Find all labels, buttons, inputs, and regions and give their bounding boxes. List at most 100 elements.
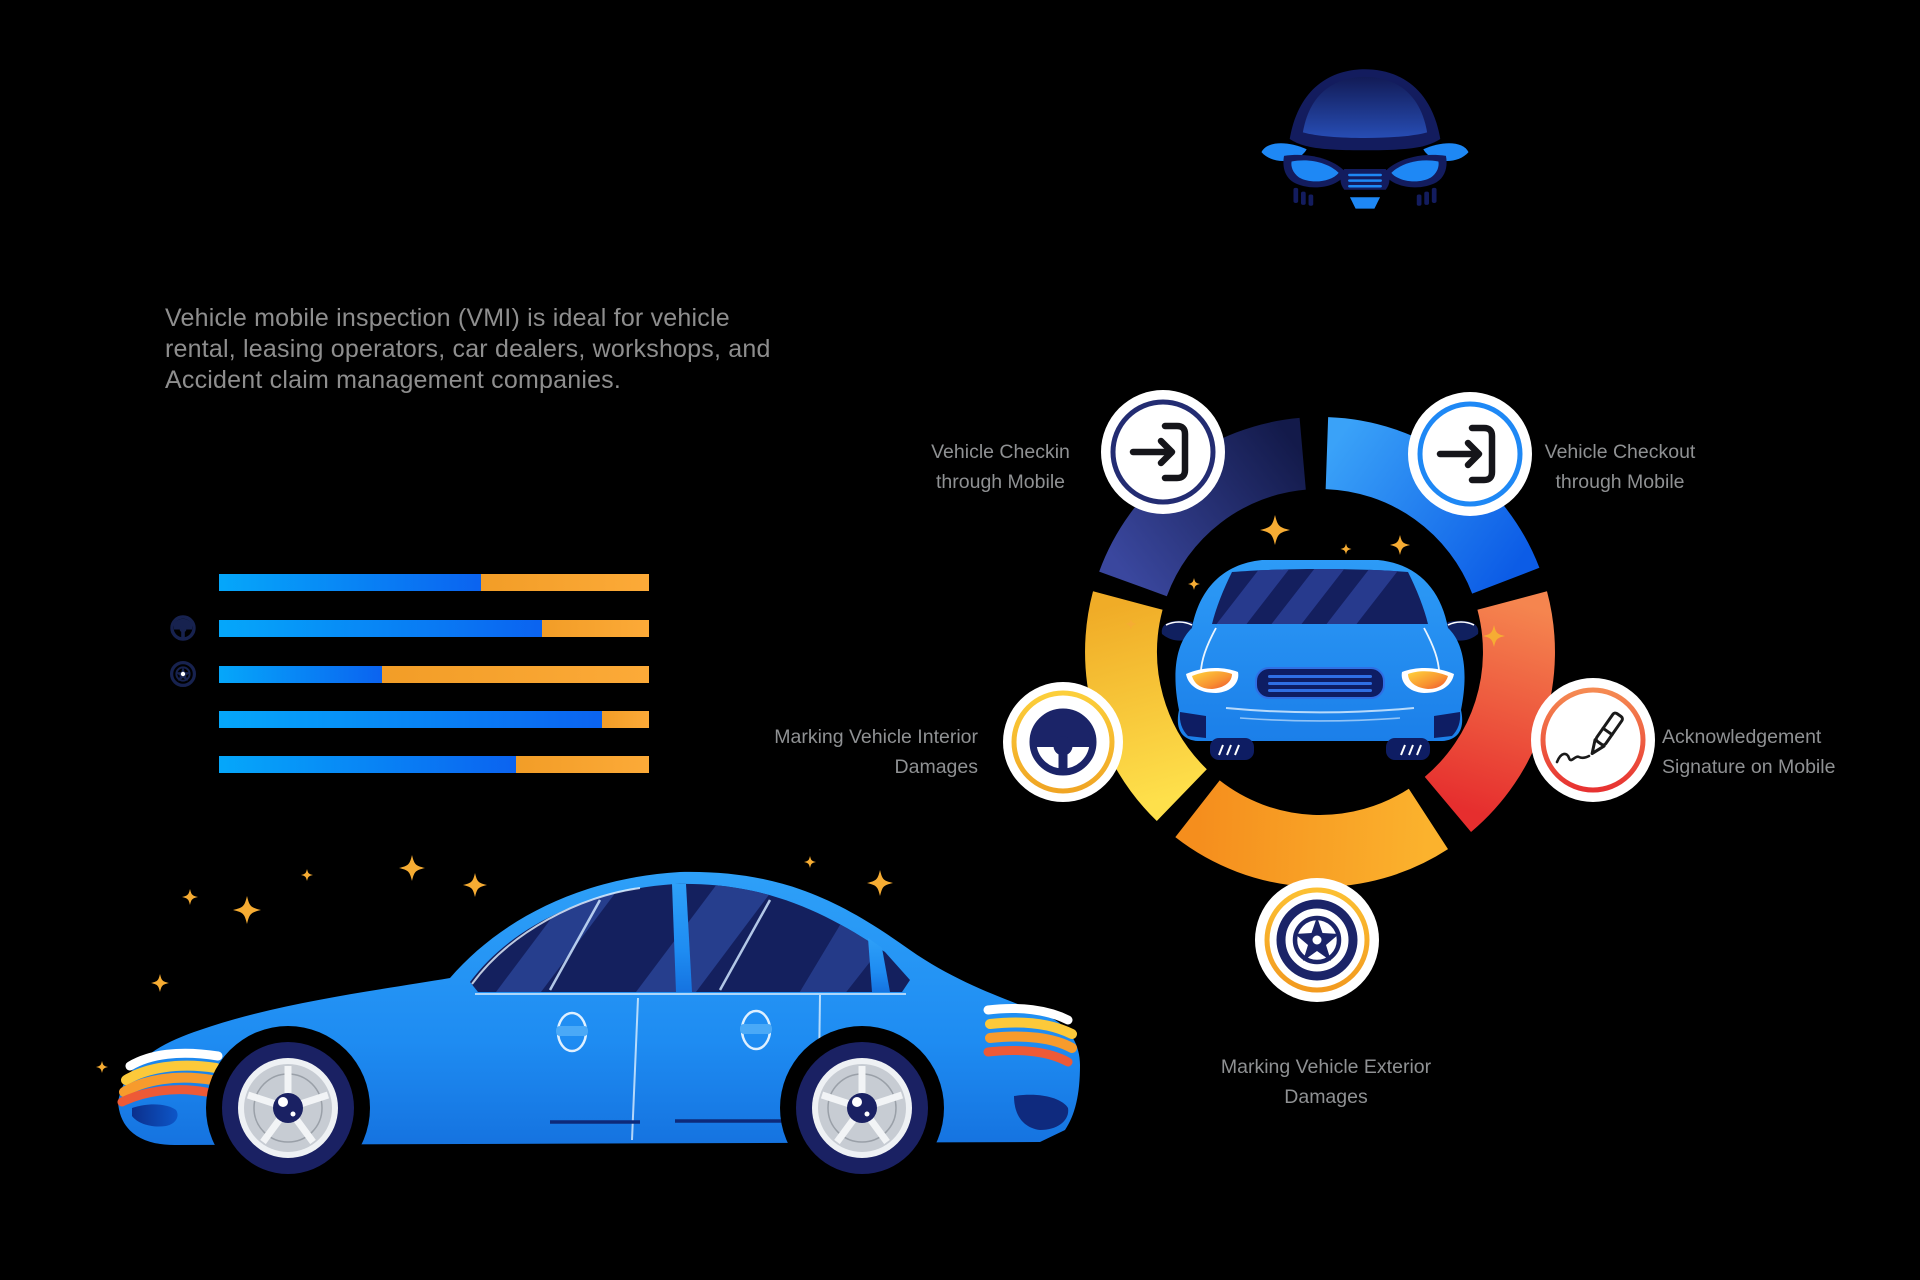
- mirror-highlight: [1447, 621, 1475, 626]
- corner-skirt-right: [1434, 712, 1461, 738]
- mirror-highlight: [1165, 621, 1193, 626]
- bar-orange: [382, 666, 649, 683]
- c-pillar: [868, 938, 890, 992]
- sparkle-icon: [151, 974, 169, 992]
- checkout-badge: [1408, 392, 1532, 516]
- sparkle-icon: [1390, 535, 1410, 555]
- sparkle-icon: [804, 856, 816, 868]
- alloy-wheel-icon: [1276, 899, 1358, 981]
- steering-wheel-icon: [170, 615, 196, 641]
- login-arrow-icon: [1129, 422, 1189, 482]
- interior-badge: [1003, 682, 1123, 802]
- bar-row: [219, 756, 649, 773]
- grille-slat: [1268, 682, 1372, 685]
- bar-blue: [219, 666, 383, 683]
- login-arrow-icon: [1436, 424, 1496, 484]
- grille-slat: [1268, 689, 1372, 692]
- label-line: Signature on Mobile: [1662, 756, 1836, 778]
- front-intake: [132, 1104, 178, 1127]
- alloy-wheel-icon: [170, 661, 196, 687]
- bar-chart: [165, 566, 665, 781]
- logo-grille-slat: [1348, 179, 1382, 182]
- a-pillar-highlight: [471, 887, 641, 985]
- logo-grille-slat: [1348, 173, 1382, 177]
- sparkle-icon: [1340, 543, 1352, 555]
- label-line: Damages: [894, 756, 978, 778]
- car-wheel-right: [1386, 738, 1430, 760]
- corner-skirt-left: [1179, 712, 1206, 738]
- rear-tail-stripes: [983, 1004, 1077, 1067]
- logo-fangs-left: [1293, 187, 1314, 206]
- sparkle-icon: [96, 1061, 108, 1073]
- sparkle-icon: [182, 889, 198, 905]
- checkin-badge: [1101, 390, 1225, 514]
- bar-orange: [481, 574, 649, 591]
- b-pillar: [672, 884, 692, 992]
- logo-headlamp-left-glow: [1291, 160, 1339, 182]
- bar-blue: [219, 756, 516, 773]
- bar-orange: [515, 756, 649, 773]
- sparkle-icon: [1188, 578, 1200, 590]
- label-vehicle-checkout: Vehicle Checkout through Mobile: [1512, 437, 1728, 497]
- intro-paragraph: Vehicle mobile inspection (VMI) is ideal…: [165, 303, 805, 396]
- logo-fangs-right: [1416, 187, 1437, 206]
- inspection-cycle-diagram: [1003, 390, 1655, 1002]
- segment-exterior: [1175, 779, 1448, 887]
- logo-grille-slat: [1348, 185, 1382, 188]
- headlight-left-glow: [1192, 671, 1232, 689]
- logo-headlamp-right-glow: [1391, 160, 1439, 182]
- label-line: through Mobile: [1555, 471, 1685, 493]
- label-line: Damages: [1284, 1086, 1368, 1108]
- label-interior-damages: Marking Vehicle Interior Damages: [748, 722, 978, 782]
- label-exterior-damages: Marking Vehicle Exterior Damages: [1215, 1052, 1437, 1112]
- label-line: Vehicle Checkout: [1544, 441, 1696, 463]
- intro-line: Vehicle mobile inspection (VMI) is ideal…: [165, 304, 730, 332]
- sparkle-icon: [233, 896, 261, 924]
- bar-row: [219, 666, 649, 683]
- signature-pen-icon: [1555, 711, 1624, 764]
- door-handle: [556, 1011, 588, 1053]
- bumper-line: [1225, 707, 1415, 714]
- intro-line: rental, leasing operators, car dealers, …: [165, 335, 771, 363]
- steering-wheel-icon: [1029, 708, 1097, 776]
- label-line: Vehicle Checkin: [931, 441, 1070, 463]
- rear-wheel: [780, 1026, 944, 1190]
- sparkle-icon: [1260, 515, 1290, 545]
- logo-lower-intake: [1349, 197, 1381, 209]
- label-acknowledgement-signature: Acknowledgement Signature on Mobile: [1662, 722, 1907, 782]
- car-front-logo: [1261, 69, 1469, 209]
- label-line: Acknowledgement: [1662, 726, 1822, 748]
- bar-blue: [219, 711, 602, 728]
- car-wheel-left: [1210, 738, 1254, 760]
- segment-signature: [1424, 591, 1555, 832]
- grille-slat: [1268, 675, 1372, 678]
- exterior-badge: [1255, 878, 1379, 1002]
- segment-interior: [1085, 591, 1208, 821]
- badge-ring: [1540, 687, 1646, 793]
- bar-blue: [219, 574, 482, 591]
- intro-line: Accident claim management companies.: [165, 366, 622, 394]
- sparkle-icon: [399, 855, 425, 881]
- windshield-streaks: [1215, 569, 1400, 624]
- door-handle: [740, 1009, 772, 1051]
- center-car-front: [1161, 560, 1479, 760]
- front-wheel: [206, 1026, 370, 1190]
- bar-blue: [219, 620, 542, 637]
- bar-row: [219, 711, 649, 728]
- bar-row: [219, 574, 649, 591]
- sparkle-icon: [301, 869, 313, 881]
- sparkle-icon: [867, 870, 893, 896]
- front-headlight-stripes: [117, 1048, 223, 1107]
- wheel-ticks: [1218, 744, 1422, 756]
- bumper-line: [1239, 717, 1401, 722]
- bar-orange: [541, 620, 649, 637]
- bar-row: [219, 620, 649, 637]
- label-line: Marking Vehicle Interior: [774, 726, 978, 748]
- sparkle-icon: [463, 873, 487, 897]
- bar-orange: [601, 711, 649, 728]
- logo-windshield: [1302, 76, 1428, 138]
- label-line: Marking Vehicle Exterior: [1220, 1056, 1432, 1078]
- label-vehicle-checkin: Vehicle Checkin through Mobile: [893, 437, 1108, 497]
- car-side-illustration: [96, 855, 1080, 1190]
